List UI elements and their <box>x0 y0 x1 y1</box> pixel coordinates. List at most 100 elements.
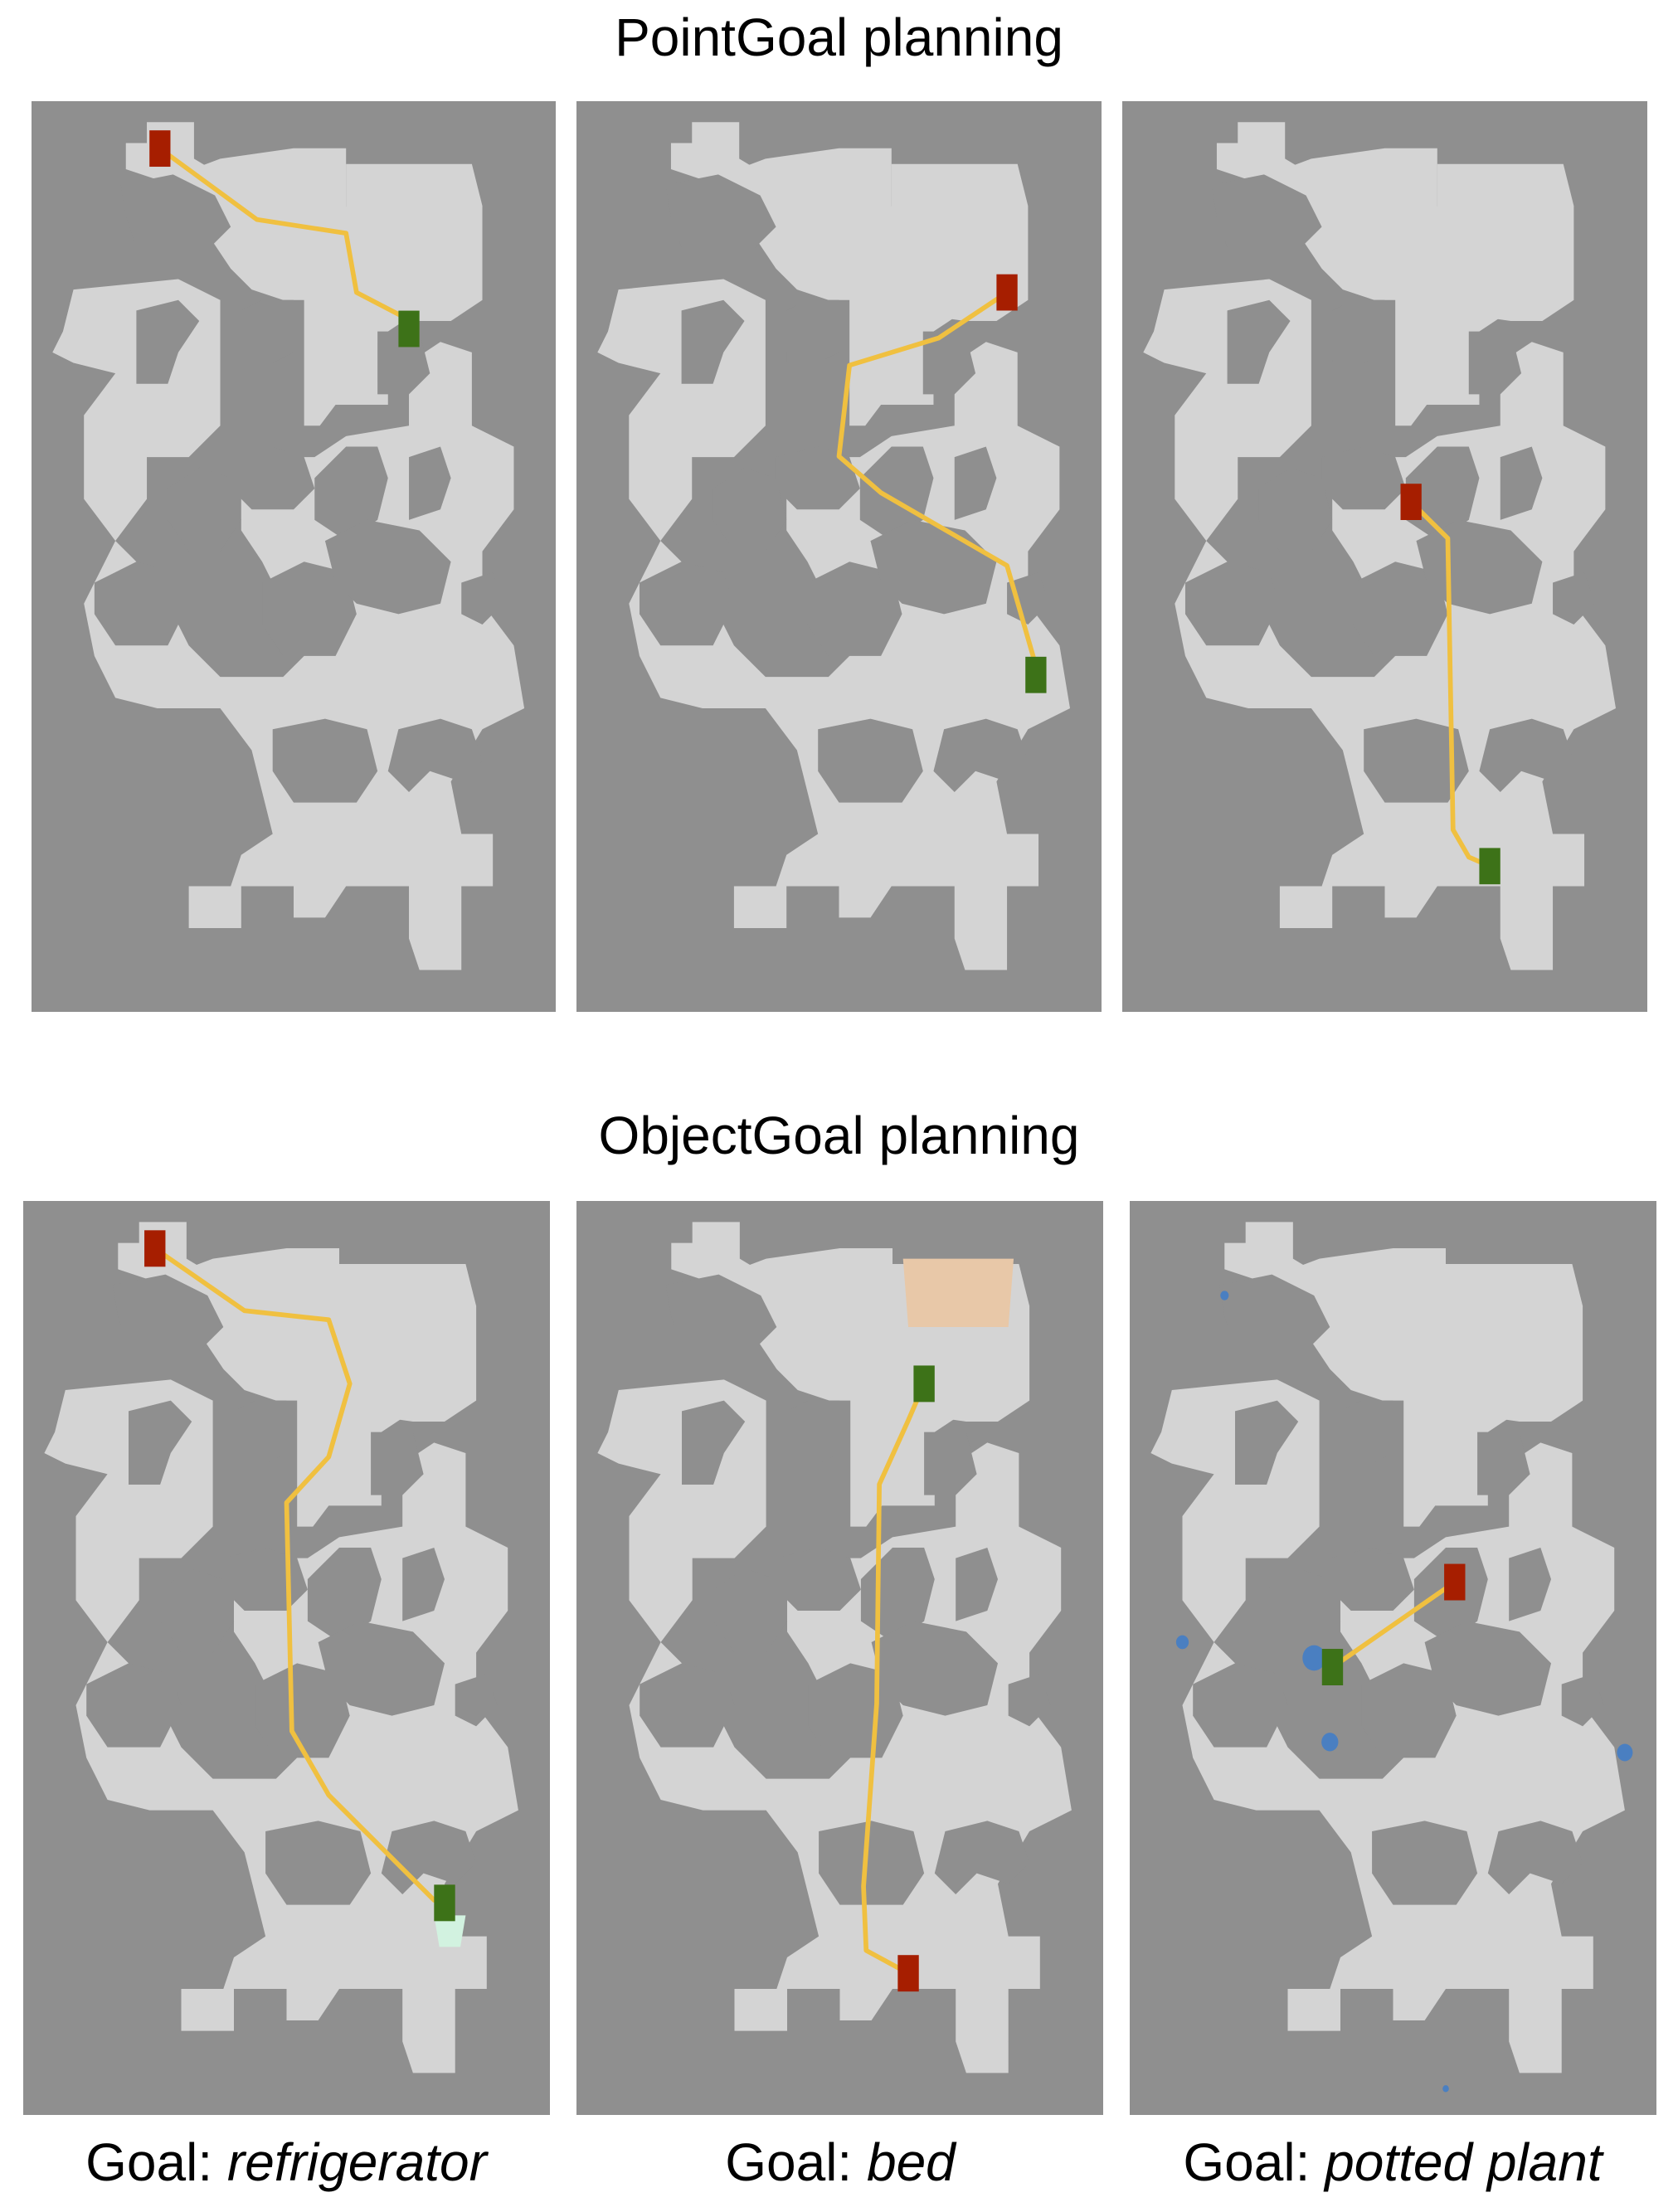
green-square-icon <box>398 310 420 348</box>
free-space-region <box>1403 1390 1520 1527</box>
obstacle-region <box>776 1548 861 1611</box>
obstacle-region <box>776 446 860 510</box>
floor-plan-svg <box>1150 1222 1633 2093</box>
obstacle-region <box>241 299 294 363</box>
goal-object-label: potted plant <box>1325 2132 1603 2192</box>
obstacle-region <box>933 718 1029 792</box>
obstacle-region <box>1267 1568 1340 1653</box>
caption-potted-plant: Goal: potted plant <box>1115 2132 1671 2193</box>
free-space-region <box>339 1264 477 1422</box>
potted-plant-region <box>1442 2085 1449 2093</box>
obstacle-region <box>168 467 241 552</box>
obstacle-region <box>1211 174 1322 248</box>
obstacle-region <box>1561 1674 1604 1727</box>
red-square-icon <box>1400 484 1422 521</box>
obstacle-region <box>223 1548 308 1611</box>
free-space-region <box>1395 289 1511 426</box>
goal-object-label: bed <box>866 2132 956 2192</box>
obstacle-region <box>307 1548 382 1642</box>
potted-plant-region <box>1321 1733 1339 1752</box>
free-space-region <box>1150 1379 1625 2073</box>
caption-bed: Goal: bed <box>562 2132 1118 2193</box>
obstacle-region <box>409 446 451 520</box>
obstacle-region <box>1487 1821 1583 1894</box>
obstacle-region <box>1007 571 1049 625</box>
obstacle-region <box>713 467 787 552</box>
obstacle-region <box>1424 1621 1551 1716</box>
refrigerator-region <box>434 1915 466 1947</box>
obstacle-region <box>1361 1663 1457 1758</box>
obstacle-region <box>1340 1400 1393 1464</box>
obstacle-region <box>640 1663 735 1748</box>
caption-prefix: Goal: <box>725 2132 867 2192</box>
green-square-icon <box>434 1884 455 1922</box>
objectgoal-map-refrigerator <box>23 1201 550 2115</box>
obstacle-region <box>1184 562 1280 646</box>
obstacle-region <box>461 571 503 625</box>
caption-prefix: Goal: <box>1183 2132 1325 2192</box>
obstacle-region <box>1364 718 1469 803</box>
free-space-region <box>703 1248 925 1401</box>
obstacle-region <box>381 1821 477 1894</box>
obstacle-region <box>1479 718 1574 792</box>
red-square-icon <box>996 274 1018 311</box>
obstacle-region <box>713 1568 787 1653</box>
obstacle-region <box>1193 1663 1288 1748</box>
floor-plan-svg <box>597 122 1071 970</box>
free-space-region <box>597 279 1071 970</box>
obstacle-region <box>859 446 934 542</box>
free-space-region <box>346 163 483 322</box>
red-square-icon <box>149 130 171 168</box>
obstacle-region <box>160 1568 234 1653</box>
green-square-icon <box>1479 848 1500 885</box>
planned-path <box>861 1381 927 1976</box>
obstacle-region <box>871 1621 998 1716</box>
obstacle-region <box>255 1663 350 1758</box>
obstacle-region <box>136 299 200 384</box>
potted-plant-region <box>1220 1291 1229 1300</box>
obstacle-region <box>1553 571 1595 625</box>
potted-plant-region <box>1302 1645 1326 1671</box>
obstacle-region <box>807 562 902 656</box>
planned-path <box>152 1246 447 1906</box>
goal-object-label: refrigerator <box>226 2132 487 2192</box>
obstacle-region <box>934 1821 1030 1894</box>
obstacle-region <box>234 1400 287 1464</box>
obstacle-region <box>1477 1432 1530 1495</box>
caption-refrigerator: Goal: refrigerator <box>8 2132 564 2193</box>
obstacle-region <box>682 1400 746 1485</box>
caption-prefix: Goal: <box>85 2132 227 2192</box>
obstacle-region <box>377 331 430 395</box>
obstacle-region <box>665 174 776 248</box>
free-space-region <box>149 1248 372 1401</box>
obstacle-region <box>314 446 388 542</box>
free-space-region <box>1446 1264 1583 1422</box>
obstacle-region <box>86 1663 182 1748</box>
obstacle-region <box>112 1274 224 1349</box>
free-space-region <box>52 279 525 970</box>
obstacle-region <box>1353 562 1448 656</box>
obstacle-region <box>455 1674 498 1727</box>
free-space-region <box>702 148 923 300</box>
obstacle-region <box>94 562 189 646</box>
potted-plant-region <box>1617 1743 1633 1762</box>
obstacle-region <box>1332 299 1385 363</box>
free-space-region <box>597 1379 1072 2073</box>
obstacle-region <box>924 1432 977 1495</box>
obstacle-region <box>231 446 315 510</box>
obstacle-region <box>1372 1821 1478 1905</box>
obstacle-region <box>922 331 976 395</box>
green-square-icon <box>1321 1649 1344 1686</box>
obstacle-region <box>1468 331 1522 395</box>
free-space-region <box>297 1390 413 1527</box>
obstacle-region <box>318 1621 445 1716</box>
potted-plant-region <box>1175 1635 1189 1650</box>
obstacle-region <box>819 1821 925 1905</box>
obstacle-region <box>262 562 357 656</box>
free-space-region <box>849 289 965 426</box>
obstacle-region <box>786 299 839 363</box>
red-square-icon <box>1444 1563 1466 1601</box>
obstacle-region <box>1330 1548 1414 1611</box>
floor-plan-svg <box>1143 122 1617 970</box>
objectgoal-map-potted-plant <box>1130 1201 1656 2115</box>
